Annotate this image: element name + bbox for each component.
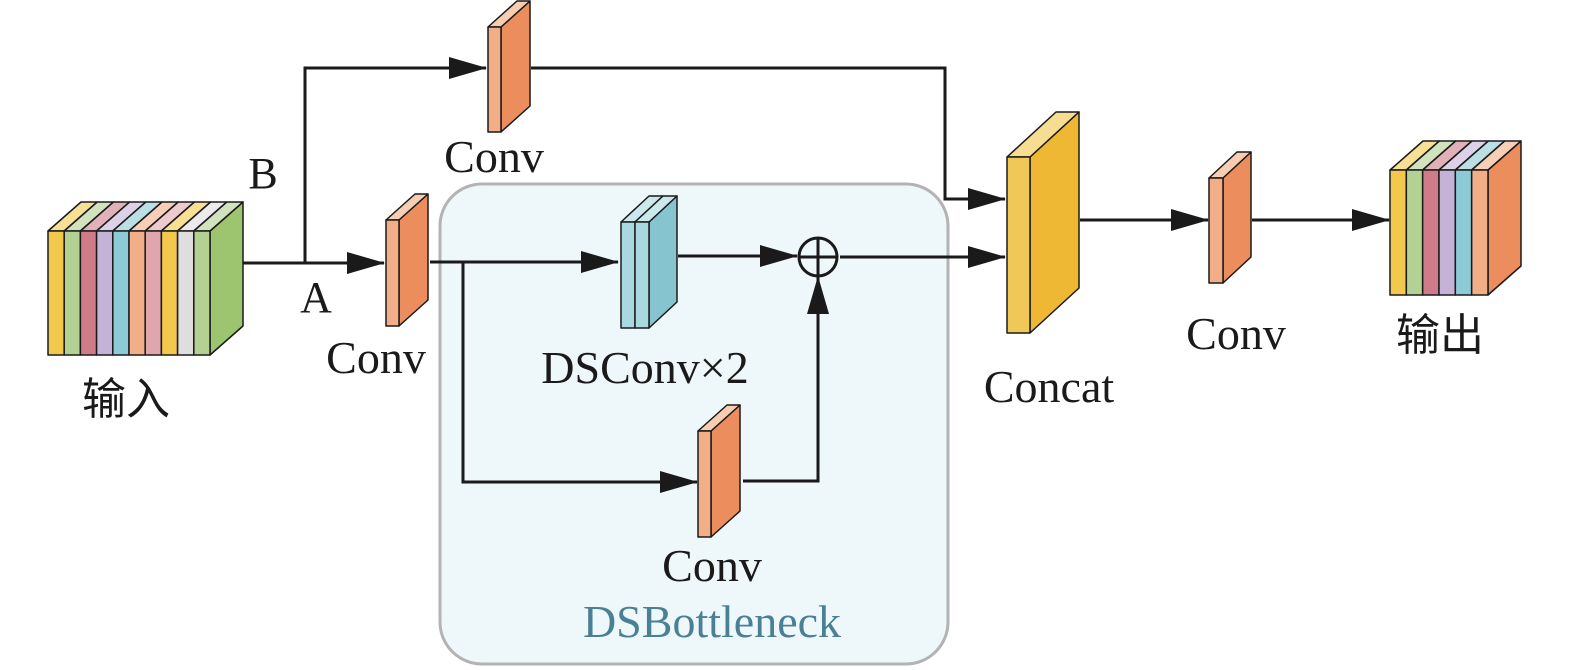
input-feature-map-slice-9	[193, 230, 211, 356]
conv-b-block-front	[487, 26, 502, 133]
dsconv-block-slice-0	[620, 221, 636, 329]
conv-b-label: Conv	[444, 131, 544, 182]
input-feature-map-slice-1	[63, 230, 82, 356]
edge-shortcut-to-add	[743, 276, 829, 483]
input-feature-map-slice-0	[47, 230, 65, 356]
output-feature-map	[1389, 140, 1522, 296]
conv-a-label: Conv	[326, 332, 426, 383]
input-feature-map-slice-3	[95, 230, 114, 356]
conv-out-label: Conv	[1186, 308, 1286, 359]
conv-out-block-front	[1208, 177, 1224, 284]
conv-a-block	[385, 193, 429, 327]
edges	[243, 57, 1390, 493]
branch-b-label: B	[248, 149, 277, 198]
dsbottleneck-label: DSBottleneck	[583, 596, 841, 647]
dsconv-label: DSConv×2	[541, 342, 748, 393]
edge-input-to-conv-b	[303, 57, 487, 263]
input-label: 输入	[82, 374, 170, 425]
conv-out-block	[1208, 151, 1252, 284]
edge-conv-b-to-concat	[531, 66, 1006, 210]
output-feature-map-slice-4	[1454, 169, 1473, 296]
dsconv-block-slice-1	[634, 221, 650, 329]
output-feature-map-slice-5	[1470, 169, 1489, 296]
output-feature-map-slice-3	[1438, 169, 1457, 296]
concat-label: Concat	[984, 361, 1115, 412]
output-feature-map-slice-2	[1421, 169, 1440, 296]
input-feature-map-slice-6	[144, 230, 163, 356]
input-feature-map-slice-8	[176, 230, 195, 356]
conv-b-block	[487, 0, 531, 133]
conv-shortcut-label: Conv	[662, 540, 762, 591]
blocks	[47, 0, 1522, 538]
add-operator-icon	[797, 236, 839, 278]
input-feature-map-slice-2	[79, 230, 98, 356]
input-feature-map-slice-7	[160, 230, 179, 356]
concat-block-front	[1006, 156, 1031, 334]
output-feature-map-slice-0	[1389, 169, 1408, 296]
concat-block	[1006, 111, 1080, 334]
edge-conv-a-to-shortcut	[461, 262, 698, 493]
input-feature-map-slice-4	[112, 230, 130, 356]
output-label: 输出	[1396, 310, 1484, 361]
input-feature-map-slice-5	[128, 230, 146, 356]
conv-shortcut-block	[697, 404, 741, 538]
dsconv-block	[620, 195, 678, 329]
branch-a-label: A	[300, 273, 332, 322]
input-feature-map	[47, 201, 244, 356]
output-feature-map-slice-1	[1405, 169, 1424, 296]
conv-shortcut-block-front	[697, 430, 712, 538]
conv-a-block-front	[385, 219, 400, 327]
